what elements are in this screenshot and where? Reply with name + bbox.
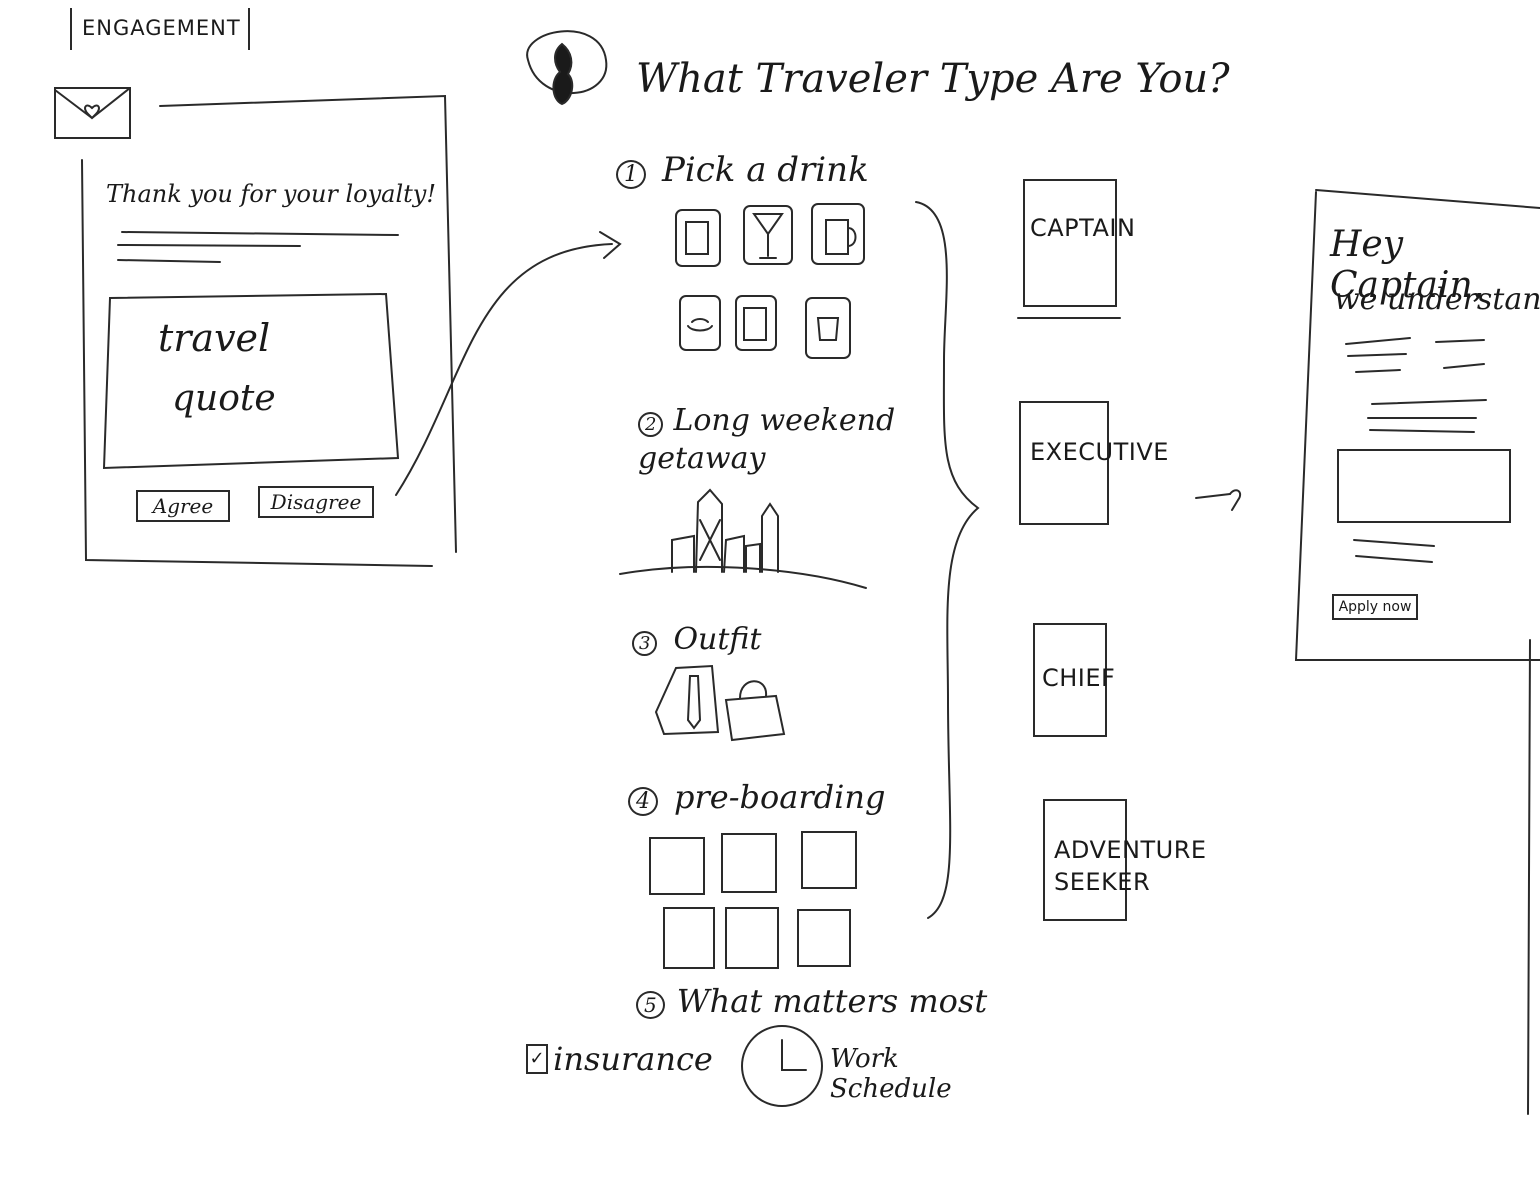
result-type-chief[interactable]: CHIEF [1042,664,1116,692]
quiz-step-1: 1 Pick a drink [616,150,869,190]
step-number: 4 [628,787,658,816]
quiz-step-5: 5 What matters most [636,982,987,1020]
beer-mug-icon [811,203,865,265]
engagement-tag: ENGAGEMENT [70,8,250,50]
result-type-executive[interactable]: EXECUTIVE [1030,438,1169,466]
can-icon [735,295,777,351]
quiz-step-4: 4 pre-boarding [628,778,885,816]
quote-text-line2: quote [172,378,276,419]
handbag-icon [724,680,786,742]
step-label: Long weekend getaway [638,403,896,476]
quiz-title: What Traveler Type Are You? [636,56,1230,102]
step-label: Outfit [673,622,762,657]
step-number: 2 [638,412,664,437]
email-heading: Thank you for your loyalty! [106,180,437,208]
step-label: What matters most [676,982,988,1020]
result-type-adventure-seeker[interactable]: ADVENTURE SEEKER [1054,836,1207,896]
coffee-cup-icon [679,295,721,351]
result-type-captain[interactable]: CAPTAIN [1030,214,1136,242]
step-label: Pick a drink [662,150,869,190]
step-number: 3 [632,631,658,656]
suit-tie-icon [654,664,720,736]
work-schedule-label[interactable]: Work Schedule [830,1044,952,1104]
engagement-tag-label: ENGAGEMENT [82,16,241,40]
step-label: pre-boarding [674,778,886,816]
result-greeting-line1: Hey Captain, [1330,224,1485,306]
disagree-button[interactable]: Disagree [258,486,374,518]
city-skyline-icon [619,488,867,589]
envelope-heart-icon [54,87,131,139]
insurance-checkbox[interactable]: ✓ [526,1044,548,1074]
quote-text-line1: travel [158,316,271,360]
insurance-option[interactable]: ✓ insurance [526,1040,713,1078]
insurance-label: insurance [553,1040,713,1078]
preboarding-grid [649,831,857,969]
juice-cup-icon [805,297,851,359]
quiz-step-3: 3 Outfit [632,622,762,657]
cocktail-icon [743,205,793,265]
clock-icon [741,1025,823,1107]
step-number: 1 [616,160,646,189]
step-number: 5 [636,991,665,1019]
agree-button[interactable]: Agree [136,490,230,522]
apply-now-button[interactable]: Apply now [1332,594,1418,620]
drink-glass-icon [675,209,721,267]
result-greeting-line2: we understand [1334,282,1540,317]
traveler-avatar-icon [526,30,608,106]
